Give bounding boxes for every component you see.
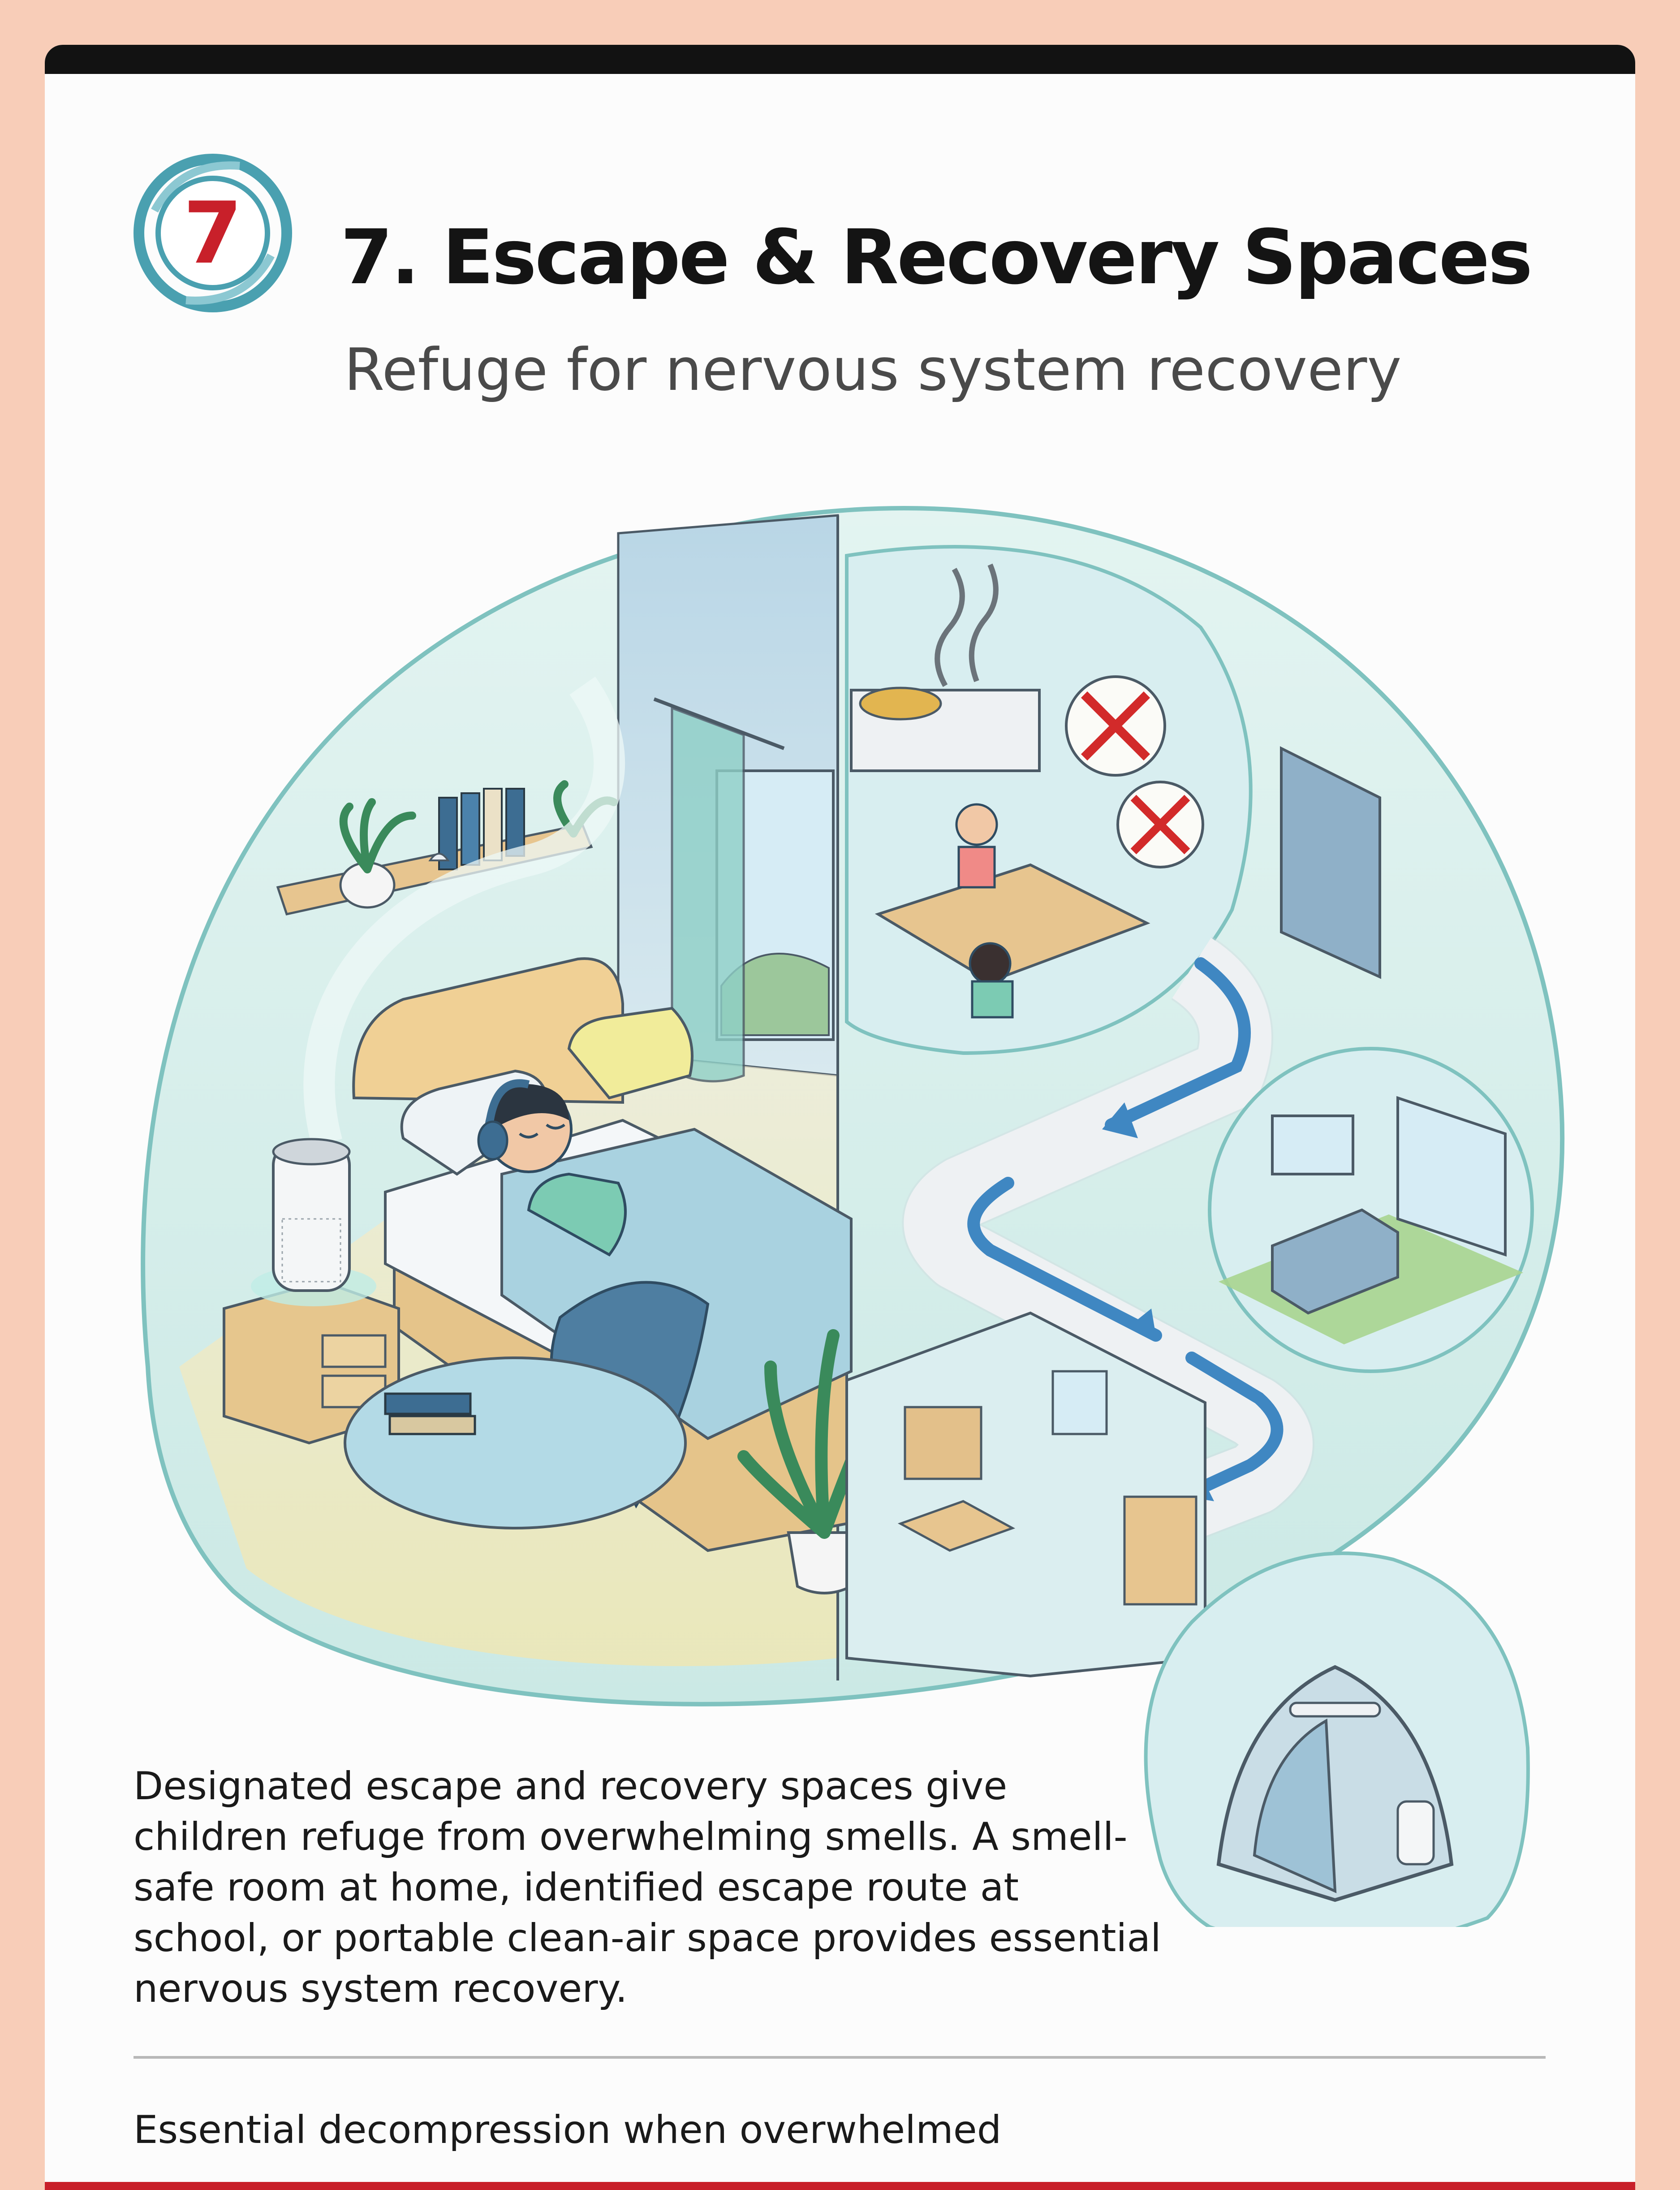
section-number: 7 xyxy=(183,183,243,283)
top-bar xyxy=(45,45,1635,74)
infographic-card: 7 7. Escape & Recovery Spaces Refuge for… xyxy=(45,45,1635,2190)
bed-headboard xyxy=(352,957,624,1104)
bookshelf xyxy=(1123,1495,1198,1606)
swirl-ring-icon xyxy=(134,154,292,312)
divider xyxy=(134,2056,1546,2059)
bedroom-rug xyxy=(344,1356,687,1529)
footer-caption: Essential decompression when overwhelmed xyxy=(134,2108,1002,2152)
section-number-badge: 7 xyxy=(128,148,298,318)
school-door xyxy=(1280,746,1381,979)
page-title: 7. Escape & Recovery Spaces xyxy=(340,213,1533,301)
page-subtitle: Refuge for nervous system recovery xyxy=(344,336,1402,404)
lounge-sofa xyxy=(1271,1208,1399,1315)
escape-spaces-illustration xyxy=(141,506,1565,1927)
bottom-accent-bar xyxy=(45,2182,1635,2190)
description-text: Designated escape and recovery spaces gi… xyxy=(134,1764,1161,2011)
tent-air-purifier xyxy=(1396,1800,1435,1866)
pillow-yellow xyxy=(567,1006,694,1100)
route-arrow-icon xyxy=(1105,957,1251,1131)
